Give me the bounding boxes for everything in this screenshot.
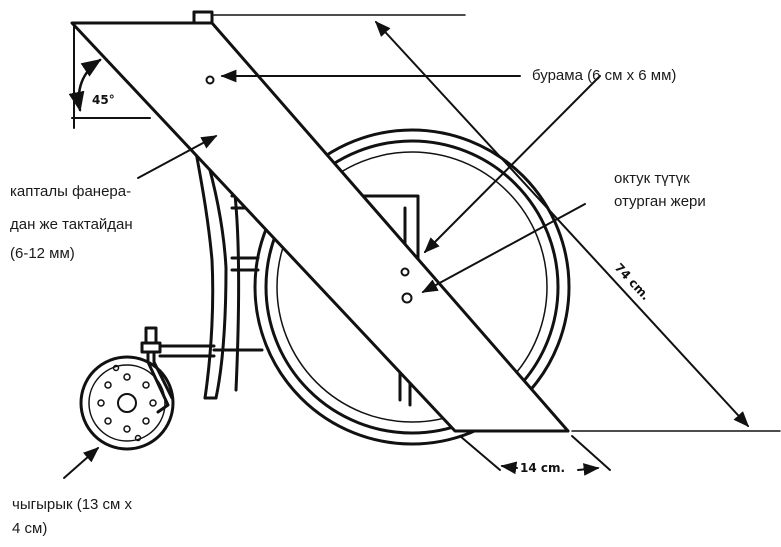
leader-arrows xyxy=(63,69,601,479)
angle-text: 45° xyxy=(92,93,115,107)
screw-label: бурама (6 см х 6 мм) xyxy=(532,67,677,84)
caster-label-line1: чыгырык (13 см х xyxy=(12,496,133,513)
armrest-label-line2: отурган жери xyxy=(614,193,706,210)
angle-marker xyxy=(68,23,151,129)
armrest-label-line1: октук түтүк xyxy=(614,170,690,187)
offset-dimension xyxy=(459,435,611,476)
plywood-label-line1: капталы фанера- xyxy=(10,183,132,200)
caster-label-line2: 4 см) xyxy=(12,520,48,537)
plywood-label-line3: (6-12 мм) xyxy=(10,245,75,262)
screw-hole-top xyxy=(205,75,215,85)
plywood-label-line2: дан же тактайдан xyxy=(10,216,133,233)
length-text: 74 cm. xyxy=(612,260,653,303)
caster-wheel xyxy=(79,326,175,451)
offset-text: 14 cm. xyxy=(520,461,565,475)
length-dimension xyxy=(213,14,781,432)
